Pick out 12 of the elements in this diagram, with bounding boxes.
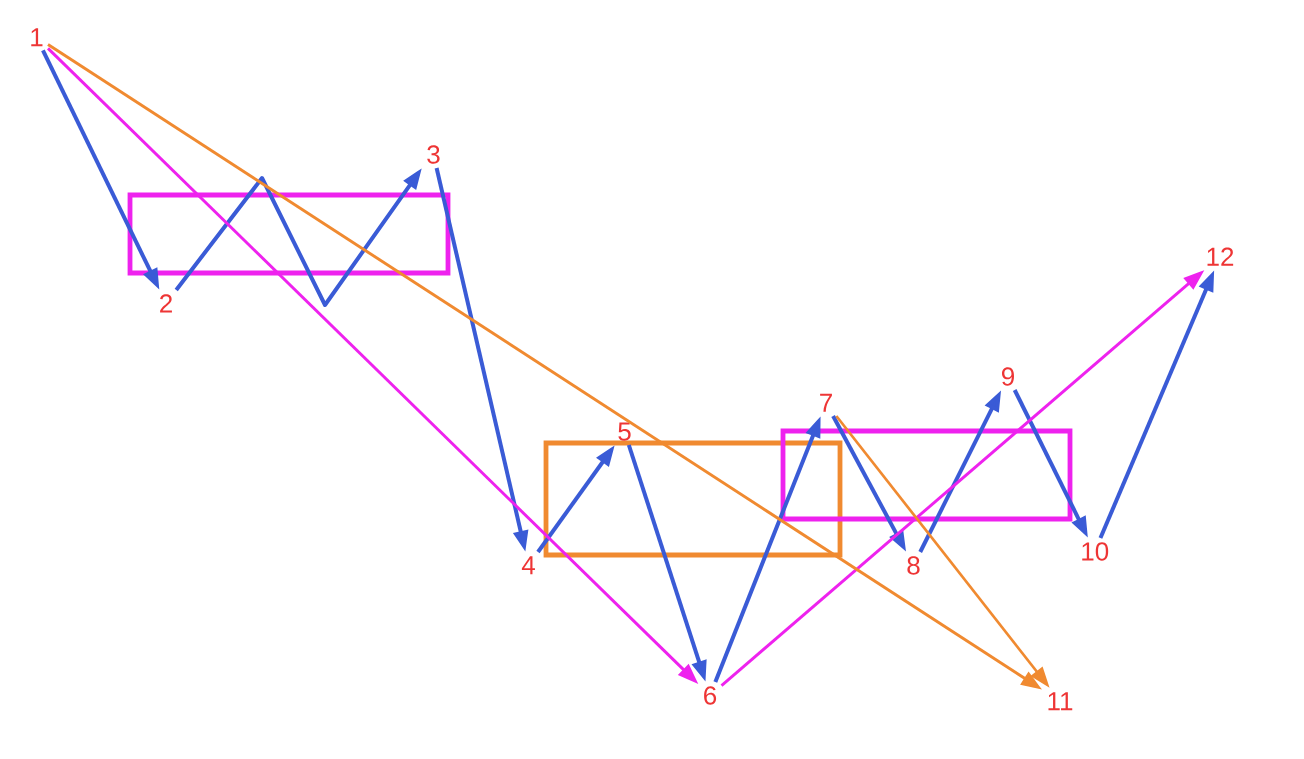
point-label: 1 (31, 28, 43, 47)
point-label: 2 (160, 294, 172, 313)
point-label: 7 (820, 393, 832, 412)
point-label: 5 (618, 422, 631, 441)
point-label: 10 (1082, 542, 1109, 561)
point-label: 6 (704, 686, 717, 705)
point-label: 4 (521, 556, 535, 575)
point-label: 9 (1002, 367, 1014, 386)
point-label: 11 (1048, 692, 1073, 711)
point-label: 12 (1207, 247, 1234, 266)
point-label: 3 (427, 145, 440, 164)
point-label: 8 (907, 556, 920, 575)
